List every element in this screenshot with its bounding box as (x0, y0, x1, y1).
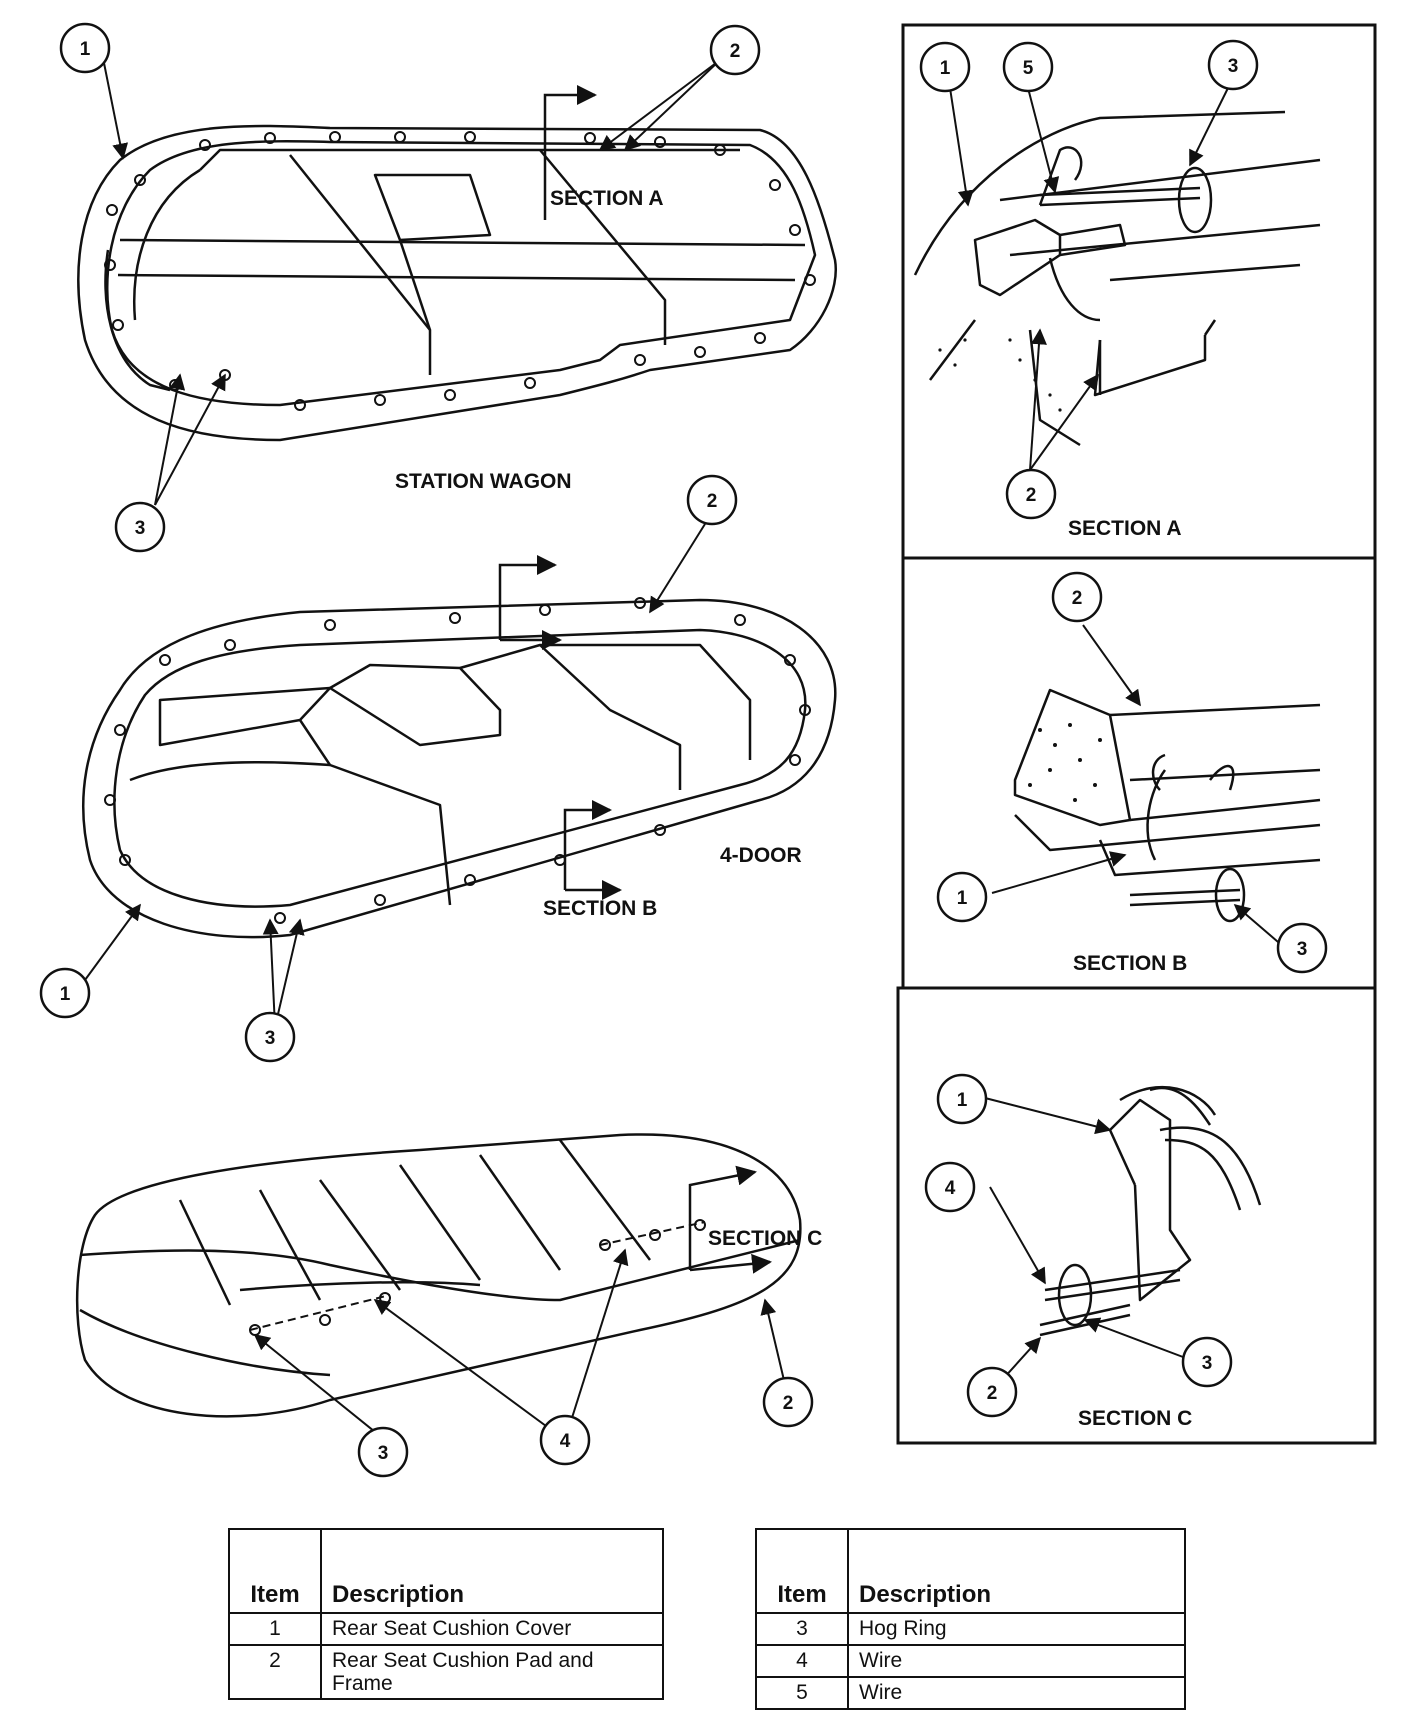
table-row: 3 Hog Ring (755, 1612, 1186, 1646)
callout-circles (39, 22, 1328, 1478)
legend-right-item-cell: 3 (755, 1612, 849, 1646)
section-a-detail (913, 110, 1321, 447)
section-a-panel (901, 23, 1377, 560)
assembled-cushion-leader-lines (253, 1248, 788, 1441)
legend-right-description-cell: Hog Ring (847, 1612, 1186, 1646)
station-wagon-label: STATION WAGON (395, 470, 572, 493)
section-c-marker (688, 1165, 772, 1274)
section-c-hog-ring-and-wires (1039, 1263, 1181, 1337)
callout-1-section-a: 1 (940, 58, 951, 79)
station-wagon-leader-lines (102, 57, 721, 506)
legend-table-right: Item Description 3 Hog Ring 4 Wire 5 Wir… (755, 1528, 1186, 1710)
callout-2-section-c: 2 (987, 1383, 998, 1404)
legend-left-description-cell: Rear Seat Cushion Cover (320, 1612, 664, 1646)
legend-left-item-header: Item (228, 1528, 322, 1614)
callout-2-four-door: 2 (707, 491, 718, 512)
legend-right-description-cell: Wire (847, 1644, 1186, 1678)
callout-4-section-c: 4 (945, 1178, 956, 1199)
callout-3-station-wagon: 3 (135, 518, 146, 539)
callout-1-station-wagon: 1 (80, 39, 91, 60)
legend-table-left: Item Description 1 Rear Seat Cushion Cov… (228, 1528, 664, 1700)
callout-3-section-b: 3 (1297, 939, 1308, 960)
callout-numbers: 1 2 3 2 1 3 3 4 2 1 5 3 2 2 1 3 1 4 3 2 (60, 39, 1308, 1464)
section-c-leader-lines (984, 1097, 1184, 1391)
legend-left-description-header: Description (320, 1528, 664, 1614)
section-b-leader-lines (991, 624, 1286, 949)
callout-1-section-c: 1 (957, 1090, 968, 1111)
section-a-label-main: SECTION A (550, 187, 664, 210)
callout-4-assembled: 4 (560, 1431, 571, 1452)
legend-right-item-cell: 5 (755, 1676, 849, 1710)
section-c-panel-label: SECTION C (1078, 1407, 1192, 1430)
legend-left-description-cell: Rear Seat Cushion Pad and Frame (320, 1644, 664, 1700)
callout-2-section-b: 2 (1072, 588, 1083, 609)
section-b-hog-ring-and-wire (1129, 769, 1246, 923)
assembled-cushion (75, 1133, 802, 1418)
section-c-panel (896, 986, 1377, 1445)
section-b-foam-dots (1028, 723, 1102, 802)
section-c-label-main: SECTION C (708, 1227, 822, 1250)
detail-panels-frame (896, 23, 1377, 1445)
legend-right-item-header: Item (755, 1528, 849, 1614)
table-row: 5 Wire (755, 1676, 1186, 1710)
legend-left-item-cell: 2 (228, 1644, 322, 1700)
callout-1-section-b: 1 (957, 888, 968, 909)
legend-right-description-header: Description (847, 1528, 1186, 1614)
callout-3-four-door: 3 (265, 1028, 276, 1049)
legend-left-item-cell: 1 (228, 1612, 322, 1646)
table-row: 2 Rear Seat Cushion Pad and Frame (228, 1644, 664, 1700)
table-row: 4 Wire (755, 1644, 1186, 1678)
callout-2-station-wagon: 2 (730, 41, 741, 62)
section-a-leader-lines (949, 87, 1229, 471)
four-door-label: 4-DOOR (720, 844, 802, 867)
callout-2-section-a: 2 (1026, 485, 1037, 506)
section-b-label-main: SECTION B (543, 897, 657, 920)
callout-1-four-door: 1 (60, 984, 71, 1005)
station-wagon-hog-rings (104, 131, 816, 411)
section-b-detail (1013, 688, 1321, 877)
callout-3-assembled: 3 (378, 1443, 389, 1464)
four-door-cushion (82, 598, 837, 939)
callout-3-section-a: 3 (1228, 56, 1239, 77)
callout-2-assembled: 2 (783, 1393, 794, 1414)
table-row: 1 Rear Seat Cushion Cover (228, 1612, 664, 1646)
section-a-panel-label: SECTION A (1068, 517, 1182, 540)
section-a-foam-dots (938, 338, 1062, 412)
four-door-hog-rings (104, 597, 811, 924)
section-a-hog-ring-and-wire (1039, 166, 1213, 234)
section-c-detail (1108, 1085, 1262, 1302)
section-a-marker (543, 85, 597, 220)
station-wagon-cushion (77, 124, 838, 442)
section-b-panel-label: SECTION B (1073, 952, 1187, 975)
four-door-leader-lines (84, 523, 706, 1028)
legend-right-description-cell: Wire (847, 1676, 1186, 1710)
section-b-marker (498, 555, 622, 900)
legend-right-item-cell: 4 (755, 1644, 849, 1678)
callout-3-section-c: 3 (1202, 1353, 1213, 1374)
callout-5-section-a: 5 (1023, 58, 1034, 79)
wire-lines (249, 1221, 706, 1331)
